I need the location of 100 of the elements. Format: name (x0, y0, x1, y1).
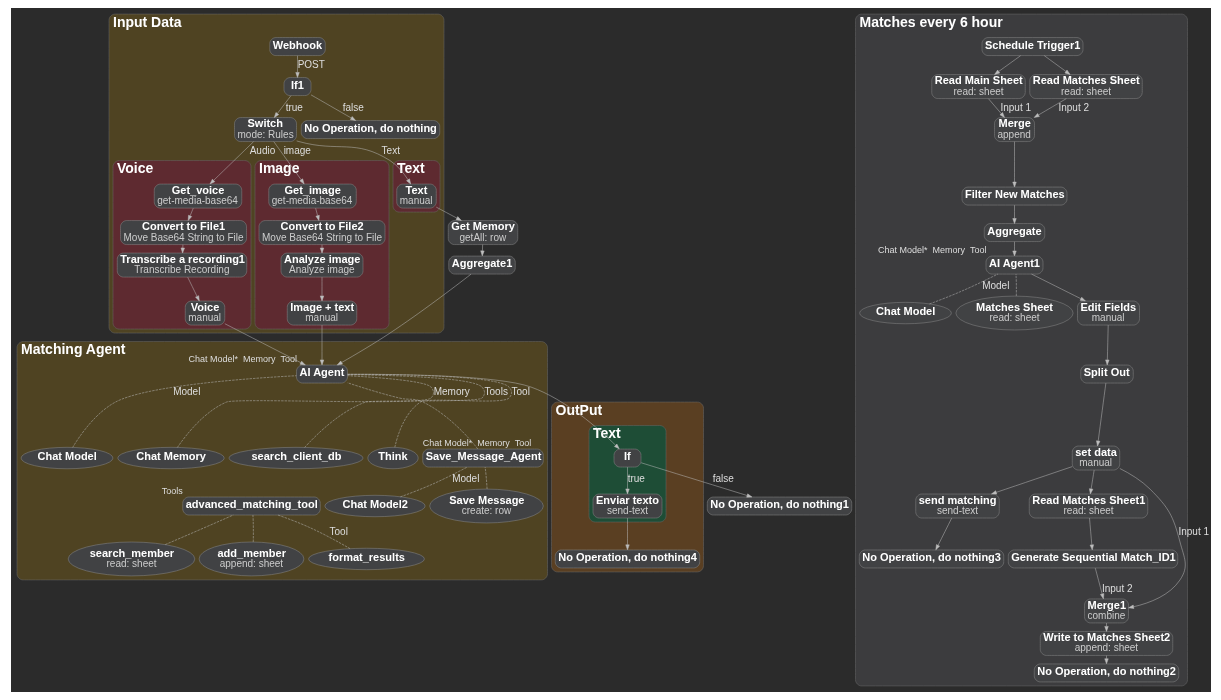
arrow (295, 55, 299, 78)
arrow (1094, 567, 1104, 600)
arrow (310, 94, 356, 121)
arrow (187, 207, 193, 221)
connector (277, 514, 350, 549)
edge-label: false (712, 473, 734, 485)
edge-label: Input 1 (1177, 525, 1209, 537)
node-ellipse: search_member read: sheet (67, 541, 195, 577)
connector (484, 466, 487, 490)
arrow (625, 517, 629, 551)
node-label: Chat Model* Memory Tool (422, 438, 531, 449)
arrow (186, 276, 200, 302)
edge-label: Tool (329, 525, 348, 537)
connector (399, 466, 467, 498)
edge-label: Input 2 (1101, 582, 1133, 594)
arrow (987, 98, 1005, 118)
connector (928, 273, 998, 305)
arrow (1012, 204, 1016, 224)
node-ellipse: format_results (307, 548, 425, 570)
node-box: Image + text manual (286, 300, 357, 326)
node-box: No Operation, do nothing1 (706, 496, 852, 516)
node-box: Voice manual (184, 300, 225, 326)
edge-label: Tool (511, 386, 530, 398)
arrow (990, 466, 1072, 495)
arrow (273, 95, 291, 118)
connector (303, 374, 485, 448)
node-ellipse: add_member append: sheet (198, 541, 304, 577)
arrow (180, 244, 185, 254)
node-box: Split Out (1080, 364, 1133, 384)
node-box: Write to Matches Sheet2 append: sheet (1039, 631, 1173, 656)
node-box: Convert to File1 Move Base64 String to File (119, 220, 247, 245)
node-label: Chat Model* Memory Tool (877, 245, 987, 256)
edge-label: image (283, 144, 311, 156)
node-box: No Operation, do nothing4 (554, 549, 700, 569)
arrow (1012, 241, 1016, 257)
node-box: Merge1 combine (1083, 598, 1129, 624)
node-box: Aggregate1 (448, 255, 515, 275)
edge-label: Model (451, 473, 479, 485)
arrow (346, 374, 619, 450)
arrow (1043, 55, 1070, 75)
edge-label: Input 1 (999, 101, 1031, 113)
node-box: send matching send-text (915, 493, 999, 519)
node-box: Filter New Matches (961, 186, 1067, 206)
node-box: Get_image get-media-base64 (268, 183, 356, 209)
node-ellipse: Save Message create: row (428, 488, 544, 524)
edge-label: Text (381, 144, 400, 156)
arrow (1088, 517, 1094, 551)
node-ellipse: Chat Model2 (324, 495, 425, 517)
connector (252, 514, 254, 543)
arrow (993, 55, 1021, 75)
node-ellipse: Think (367, 447, 418, 469)
node-box: Merge append (993, 117, 1035, 142)
node-box: Edit Fields manual (1076, 300, 1140, 326)
node-box: Convert to File2 Move Base64 String to File (258, 220, 385, 245)
arrow (1095, 382, 1106, 447)
node-box: AI Agent1 (985, 255, 1043, 275)
arrow (209, 141, 254, 185)
arrow (1012, 141, 1016, 188)
node-box: Read Main Sheet read: sheet (931, 74, 1025, 99)
node-box: Aggregate (983, 223, 1045, 242)
node-ellipse: Matches Sheet read: sheet (955, 295, 1073, 331)
arrow (479, 244, 484, 257)
arrow (1104, 655, 1108, 665)
node-box: Get_voice get-media-base64 (153, 183, 242, 209)
arrow (640, 462, 752, 498)
arrow (1104, 622, 1108, 632)
arrow (1033, 98, 1067, 118)
edge-label: false (342, 101, 364, 113)
arrow (1119, 468, 1186, 609)
arrow (273, 141, 304, 185)
arrow (319, 244, 324, 254)
edge-label: Model (981, 280, 1009, 292)
node-ellipse: Chat Model (20, 447, 113, 469)
node-box: No Operation, do nothing3 (858, 549, 1004, 569)
node-ellipse: search_client_db (228, 447, 363, 469)
node-box: Transcribe a recording1 Transcribe Recording (116, 252, 247, 278)
connector (1015, 273, 1017, 297)
node-box: Save_Message_Agent (422, 448, 543, 468)
arrow (935, 517, 952, 551)
node-box: Switch mode: Rules (233, 117, 297, 142)
connector (346, 374, 512, 448)
connector (71, 375, 297, 448)
node-box: set data manual (1071, 445, 1120, 471)
arrow (295, 140, 411, 185)
node-box: No Operation, do nothing2 (1033, 663, 1179, 683)
node-box: AI Agent (295, 364, 348, 384)
node-box: Webhook (269, 37, 325, 56)
connector (164, 514, 233, 545)
node-box: Analyze image Analyze image (280, 252, 363, 278)
edge-label: Input 2 (1057, 101, 1089, 113)
connector (176, 375, 434, 448)
arrow (319, 276, 324, 302)
node-ellipse: Chat Memory (117, 447, 225, 469)
node-box: If (613, 448, 641, 468)
node-box: advanced_matching_tool (182, 496, 320, 516)
edge-label: Tools (484, 386, 508, 398)
arrow (1104, 324, 1109, 366)
node-label: Tools (161, 486, 183, 497)
node-box: If1 (283, 77, 311, 96)
arrow (319, 324, 324, 366)
